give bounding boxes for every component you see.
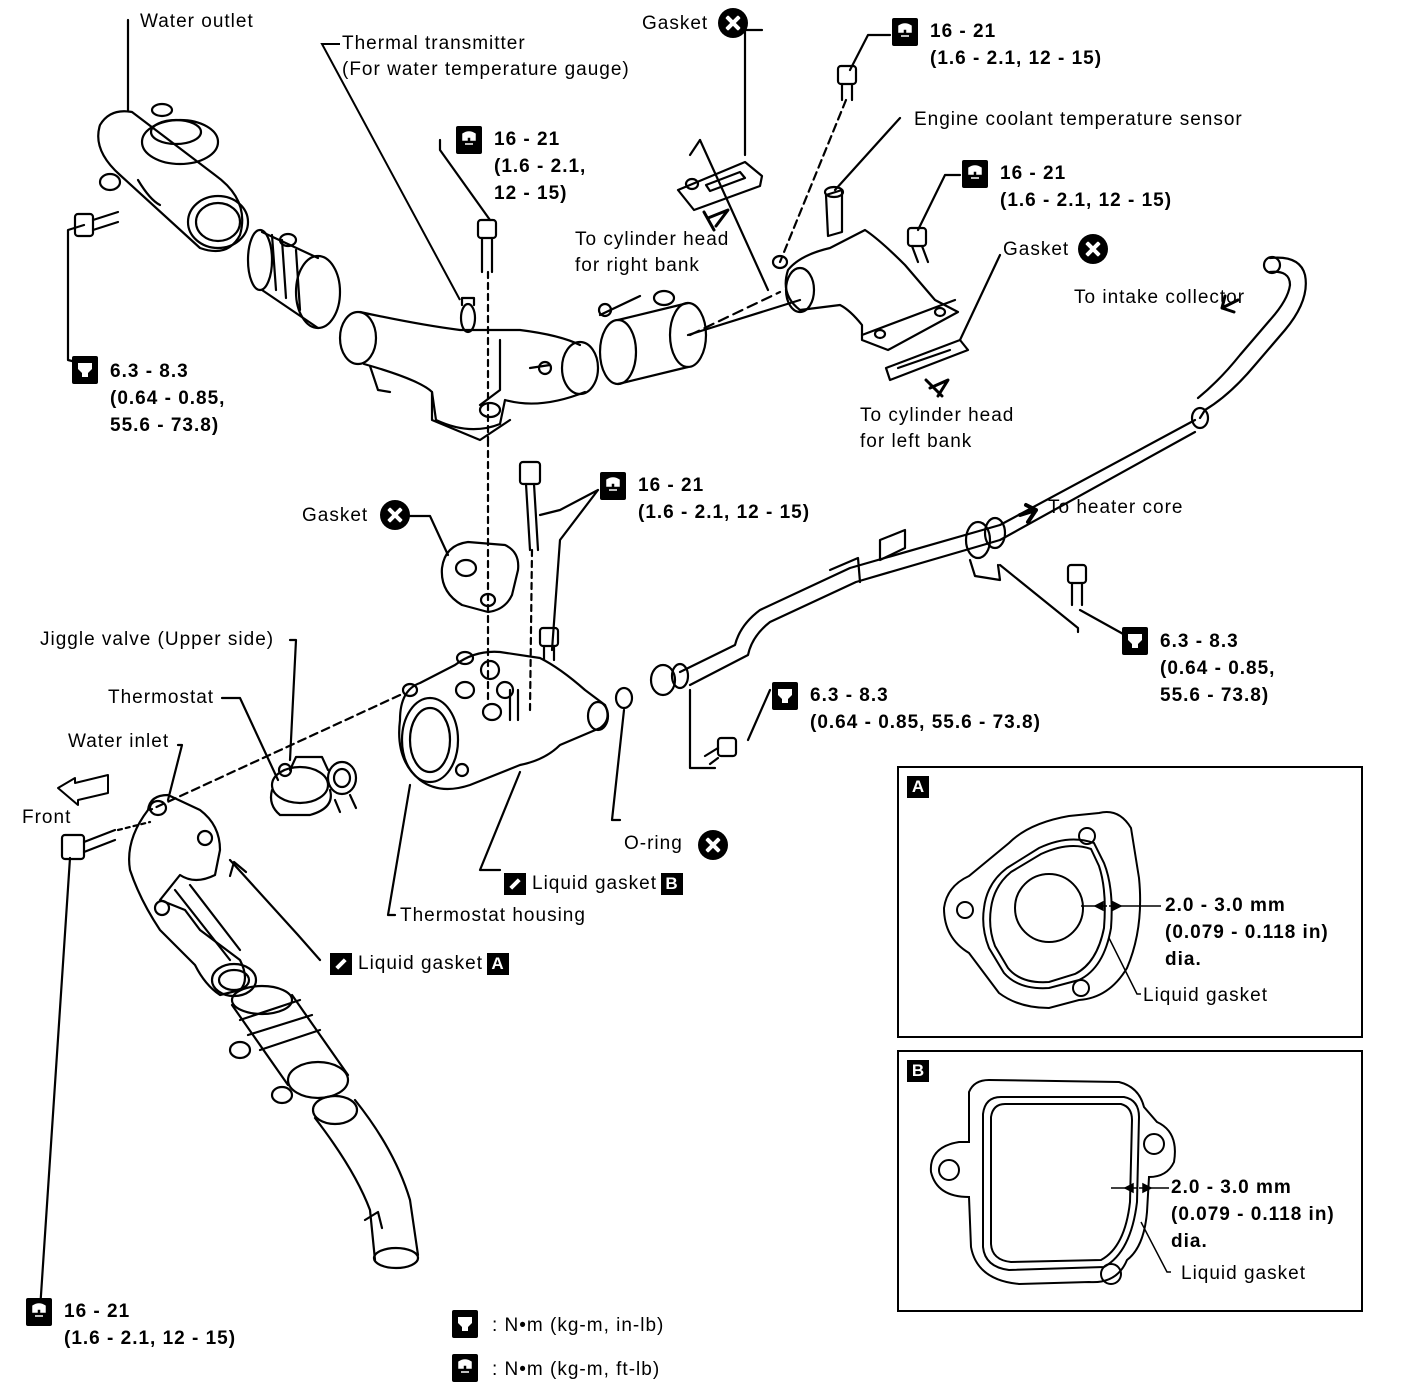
detail-inset-a: A 2.0 - 3.0 mm(0.079 - 0.118 in)dia. Liq… [897,766,1363,1038]
inset-a-dimension: 2.0 - 3.0 mm(0.079 - 0.118 in)dia. [1165,895,1329,970]
label-to-cyl-left-2: for left bank [860,431,973,452]
upper-hose [246,228,342,330]
legend-nm-in-lb: : N•m (kg-m, in-lb) [492,1315,665,1336]
water-outlet-part [97,102,250,253]
detail-b-tag: B [660,872,683,895]
label-thermostat: Thermostat [108,687,215,708]
label-thermal-transmitter-sub: (For water temperature gauge) [342,59,630,80]
water-outlet-bolt [73,210,120,238]
torque-ft-lb-icon [456,126,482,154]
torque-ft-lb-icon [26,1298,52,1326]
legend-ft-lb-icon [452,1354,478,1382]
intake-hose [1190,255,1307,430]
heater-pipe-bolt [1066,563,1088,607]
discard-icon [718,8,748,38]
label-gasket-top: Gasket [642,13,709,34]
housing-short-bolt [538,626,560,662]
middle-hose [597,289,708,386]
left-bank-gasket [884,338,970,382]
inset-b-drawing [929,1078,1176,1286]
torque-spec-housing: 16 - 21(1.6 - 2.1, 12 - 15) [1000,163,1173,211]
upper-pipe-bolt [476,218,498,442]
label-o-ring: O-ring [624,833,683,854]
detail-inset-b: B 2.0 - 3.0 mm(0.079 - 0.118 in)dia. Liq… [897,1050,1363,1312]
water-inlet-part [128,793,258,998]
torque-spec-upper-pipe: 16 - 21(1.6 - 2.1,12 - 15) [494,129,587,204]
label-to-cyl-right-2: for right bank [575,255,700,276]
torque-spec-top-right: 16 - 21(1.6 - 2.1, 12 - 15) [930,21,1103,69]
label-gasket-left-bank: Gasket [1003,239,1070,260]
water-inlet-bolt [60,828,117,861]
torque-ft-lb-icon [892,18,918,46]
label-engine-coolant-sensor: Engine coolant temperature sensor [914,109,1243,130]
inset-b-label: Liquid gasket [1181,1263,1306,1284]
label-to-cyl-right-1: To cylinder head [575,229,730,250]
torque-ft-lb-icon [962,160,988,188]
label-water-outlet: Water outlet [140,11,254,32]
thermostat-part [269,755,358,817]
left-bank-housing [771,185,960,352]
torque-spec-water-inlet: 16 - 21(1.6 - 2.1, 12 - 15) [64,1301,237,1349]
inset-a-drawing [942,811,1161,1010]
torque-spec-heater-lower: 6.3 - 8.3(0.64 - 0.85, 55.6 - 73.8) [810,685,1041,733]
liquid-gasket-icon [330,952,352,975]
label-thermostat-housing: Thermostat housing [400,905,586,926]
lower-hose [228,984,350,1105]
detail-a-tag: A [486,952,509,975]
legend-in-lb-icon [452,1310,478,1338]
thermostat-housing-part [398,650,610,791]
label-water-inlet: Water inlet [68,731,170,752]
label-jiggle-valve: Jiggle valve (Upper side) [40,629,275,650]
torque-in-lb-icon [772,682,798,710]
top-right-bolt [836,64,858,102]
label-thermal-transmitter: Thermal transmitter [342,33,526,54]
torque-in-lb-icon [72,356,98,384]
torque-spec-thermostat-housing: 16 - 21(1.6 - 2.1, 12 - 15) [638,475,811,523]
legend-nm-ft-lb: : N•m (kg-m, ft-lb) [492,1359,661,1380]
label-gasket-center: Gasket [302,505,369,526]
lower-water-pipe [311,1094,420,1270]
discard-icon [380,500,410,530]
torque-in-lb-icon [1122,627,1148,655]
heater-lower-bolt [703,736,738,766]
torque-spec-water-outlet: 6.3 - 8.3(0.64 - 0.85,55.6 - 73.8) [110,361,226,436]
housing-bolt [906,226,930,264]
discard-icon [1078,234,1108,264]
label-to-intake: To intake collector [1074,287,1246,308]
inset-a-letter: A [907,776,929,798]
label-to-cyl-left-1: To cylinder head [860,405,1015,426]
inset-b-dimension: 2.0 - 3.0 mm(0.079 - 0.118 in)dia. [1171,1177,1335,1252]
discard-icon [698,830,728,860]
upper-water-pipe [338,296,600,442]
torque-ft-lb-icon [600,472,626,500]
housing-long-bolt [518,460,542,712]
torque-spec-heater-pipe: 6.3 - 8.3(0.64 - 0.85,55.6 - 73.8) [1160,631,1276,706]
label-front: Front [22,807,72,828]
heater-pipe [649,418,1197,770]
liquid-gasket-icon [504,872,526,895]
inset-a-label: Liquid gasket [1143,985,1268,1006]
inset-b-letter: B [907,1060,929,1082]
label-to-heater: To heater core [1048,497,1184,518]
